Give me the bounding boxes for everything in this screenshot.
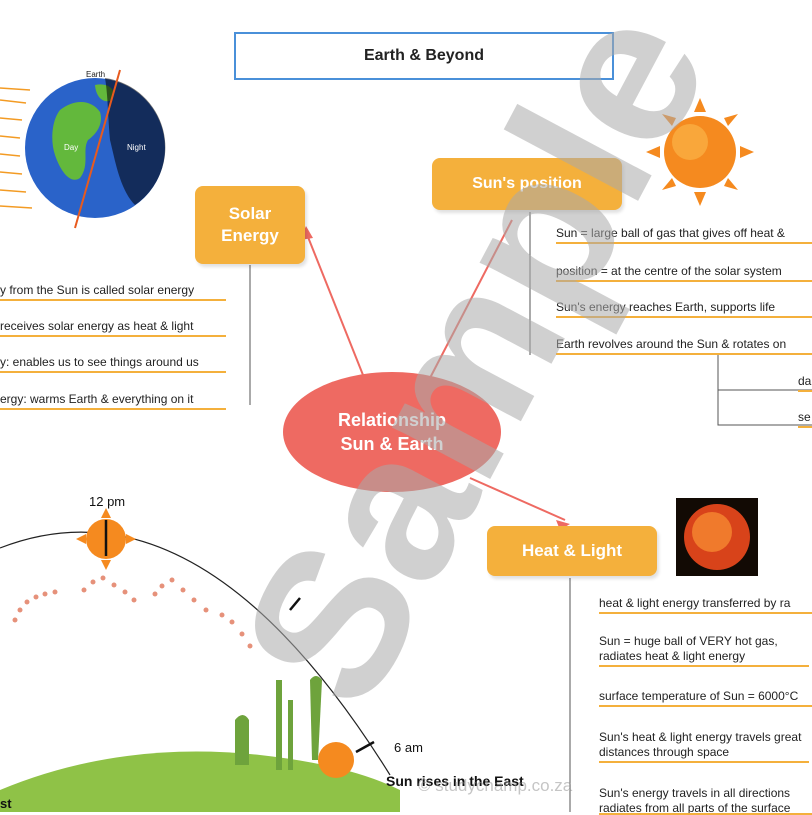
heat-branch-1: heat & light energy transferred by ra (599, 596, 812, 614)
position-branch-1: Sun = large ball of gas that gives off h… (556, 226, 812, 244)
topic-suns-position: Sun's position (432, 158, 622, 210)
page-title-text: Earth & Beyond (363, 47, 484, 64)
plants (235, 676, 322, 770)
central-node: Relationship Sun & Earth (283, 372, 501, 492)
solar-branch-1: y from the Sun is called solar energy (0, 283, 226, 301)
label-12pm: 12 pm (89, 494, 126, 509)
position-sub-1: da (798, 374, 812, 392)
globe-label-day: Day (64, 143, 79, 152)
position-branch-4: Earth revolves around the Sun & rotates … (556, 337, 812, 355)
morning-sun-icon (318, 740, 375, 778)
topic-solar-energy-line1: Solar (228, 204, 272, 223)
sun-rays-arrows (0, 87, 33, 209)
sun-path-arc (0, 531, 391, 776)
ground (0, 751, 400, 812)
page-title: Earth & Beyond (234, 32, 614, 80)
position-branch-3: Sun's energy reaches Earth, supports lif… (556, 300, 812, 318)
topic-solar-energy: Solar Energy (195, 186, 305, 264)
sun-path-dots (12, 575, 253, 649)
topic-heat-light-label: Heat & Light (521, 541, 623, 560)
central-node-line2: Sun & Earth (340, 434, 444, 454)
solar-branch-4: ergy: warms Earth & everything on it (0, 392, 226, 410)
solar-branch-2: receives solar energy as heat & light (0, 319, 226, 337)
position-sub-2: se (798, 410, 812, 428)
solar-branch-3: y: enables us to see things around us (0, 355, 226, 373)
label-6am: 6 am (394, 740, 423, 755)
position-branch-2: position = at the centre of the solar sy… (556, 264, 812, 282)
topic-heat-light: Heat & Light (487, 526, 657, 576)
globe-label-night: Night (127, 143, 146, 152)
globe-label-earth: Earth (86, 70, 106, 79)
label-sun-rises: Sun rises in the East (386, 773, 524, 789)
earth-globe (25, 69, 166, 229)
heat-branch-3: surface temperature of Sun = 6000°C (599, 689, 812, 707)
site-credit: © studychamp.co.za (418, 776, 573, 795)
heat-branch-5: Sun's energy travels in all directions r… (599, 786, 812, 815)
central-node-line1: Relationship (337, 410, 446, 430)
label-west: st (0, 796, 12, 811)
noon-sun-icon (76, 508, 136, 570)
heat-branch-2: Sun = huge ball of VERY hot gas, radiate… (599, 634, 809, 667)
topic-suns-position-label: Sun's position (472, 175, 582, 192)
heat-branch-4: Sun's heat & light energy travels great … (599, 730, 809, 763)
sun-illustration (646, 98, 754, 206)
topic-solar-energy-line2: Energy (221, 226, 279, 245)
